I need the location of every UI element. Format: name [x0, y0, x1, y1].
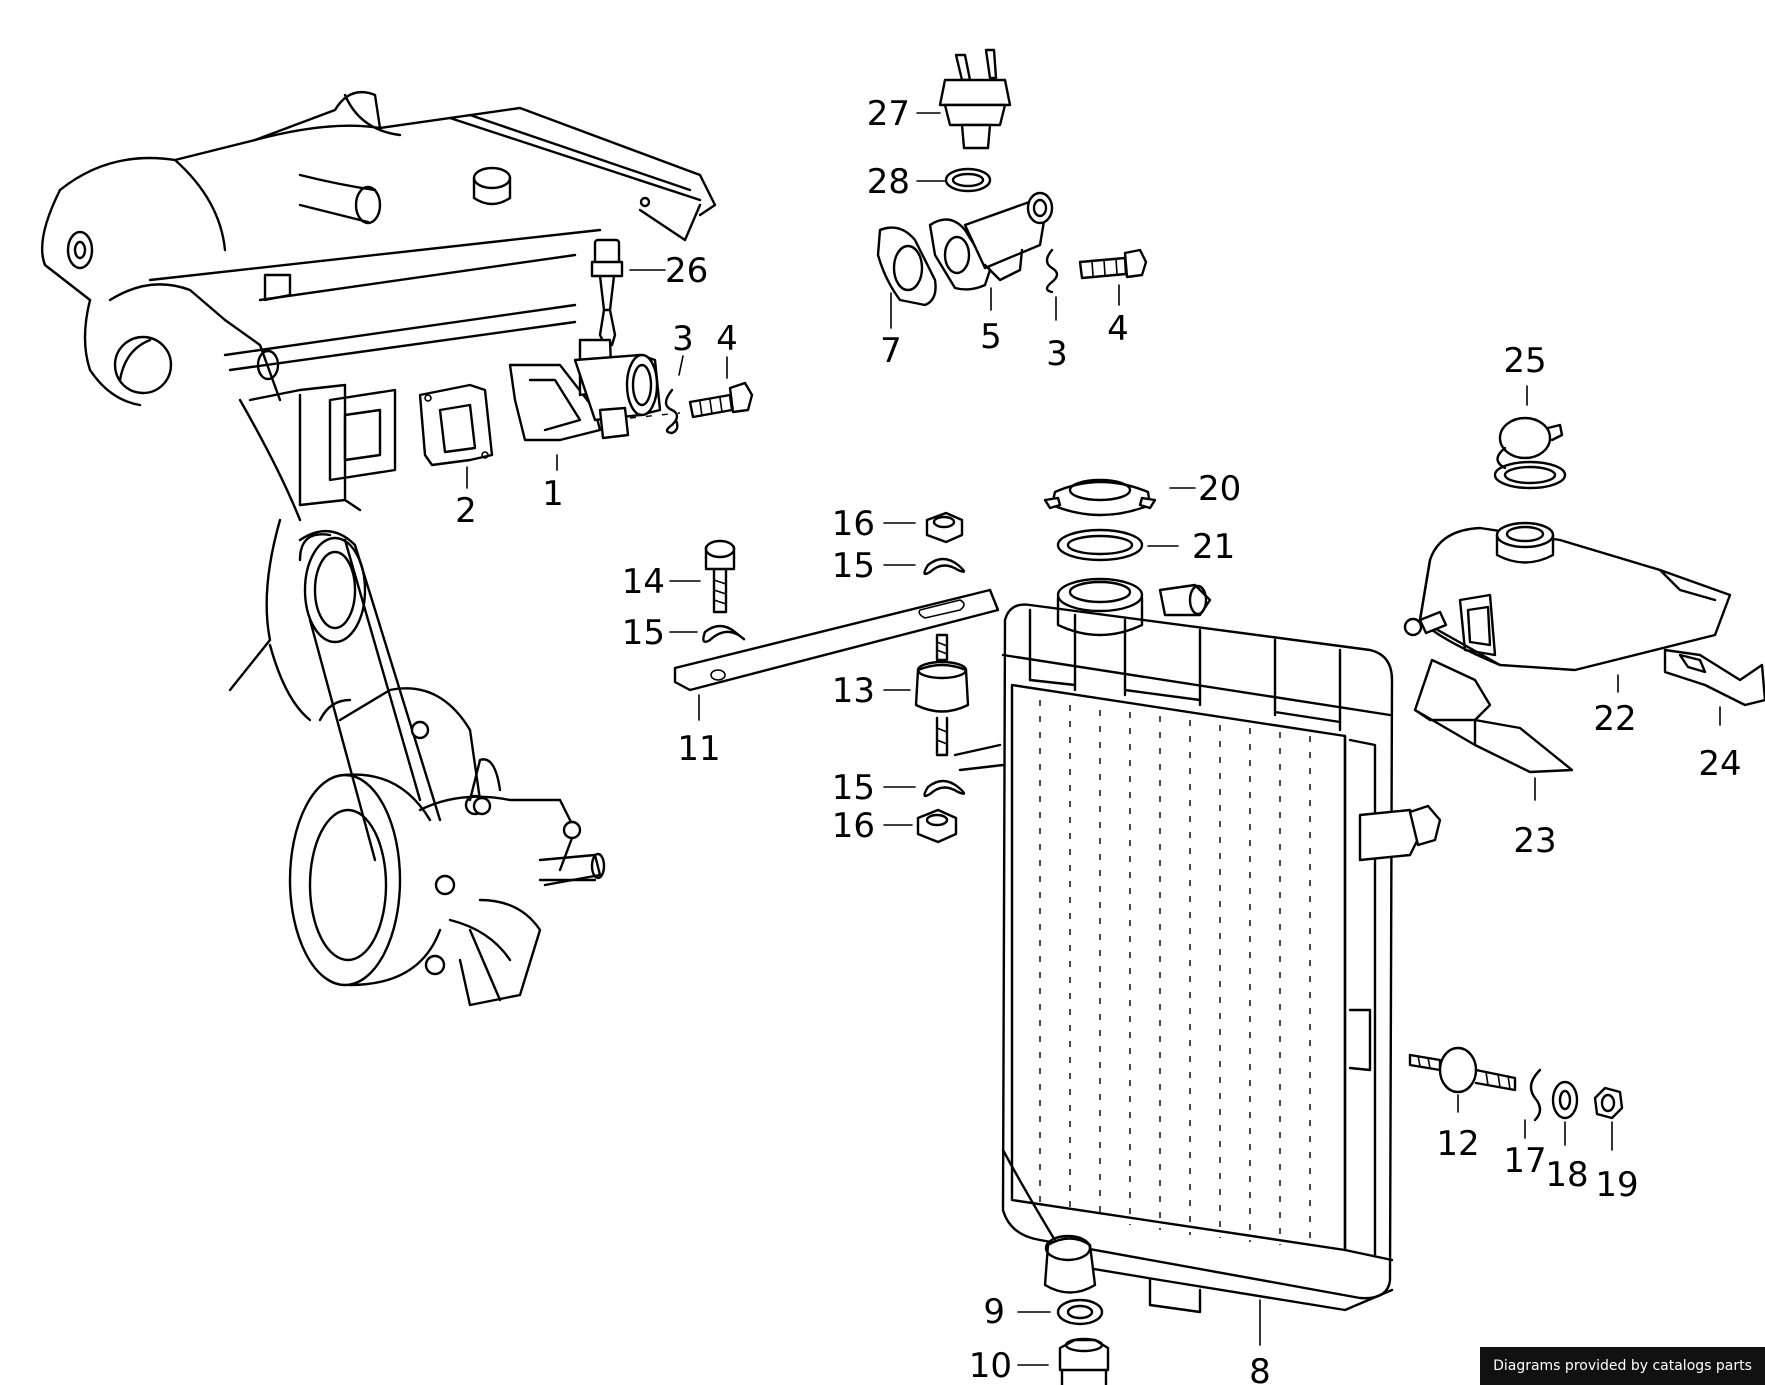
part-label-4-top: 4 [1107, 309, 1129, 349]
lock-washer-15-top [923, 557, 966, 576]
part-label-15-left: 15 [622, 613, 665, 653]
leader-lines [466, 112, 1721, 1366]
part-label-9: 9 [983, 1292, 1005, 1332]
spring-clip-3-top [1045, 248, 1059, 294]
part-label-12: 12 [1436, 1124, 1479, 1164]
part-label-28: 28 [867, 162, 910, 202]
part-label-21: 21 [1192, 527, 1235, 567]
part-label-16-top: 16 [832, 504, 875, 544]
part-label-15-top: 15 [832, 546, 875, 586]
part-label-10: 10 [969, 1346, 1012, 1385]
part-label-11: 11 [677, 729, 720, 769]
part-label-18: 18 [1545, 1155, 1588, 1195]
rubber-mount-13 [914, 633, 970, 757]
water-pump [418, 758, 606, 1007]
part-label-3-top: 3 [1046, 334, 1068, 374]
bracket-23 [1413, 658, 1574, 774]
nut-19 [1593, 1086, 1624, 1120]
part-label-20: 20 [1198, 469, 1241, 509]
gasket-2 [418, 383, 494, 467]
nut-16-bottom [916, 808, 958, 844]
part-label-4-left: 4 [716, 319, 738, 359]
seal-ring-28 [944, 167, 992, 193]
part-label-7: 7 [880, 331, 902, 371]
washer-18 [1551, 1080, 1579, 1120]
part-number-labels: 1 2 3 4 26 27 28 7 5 3 4 25 20 21 16 15 … [455, 94, 1741, 1385]
coolant-flange-1 [508, 338, 681, 442]
bolt-4-top [1078, 248, 1148, 280]
part-label-24: 24 [1698, 744, 1741, 784]
part-label-14: 14 [622, 562, 665, 602]
support-bracket-11 [673, 588, 1000, 692]
part-label-27: 27 [867, 94, 910, 134]
radiator-cap-20 [1043, 478, 1157, 517]
mount-stud-stub [953, 743, 1005, 772]
nut-16-top [925, 511, 964, 544]
drive-belt-and-pulleys [268, 529, 486, 987]
part-label-25: 25 [1503, 341, 1546, 381]
seal-washer-9 [1056, 1298, 1104, 1326]
temperature-sender-26 [590, 238, 624, 347]
bracket-24 [1663, 648, 1765, 707]
bolt-4-left [688, 381, 754, 419]
diagram-credit-banner: Diagrams provided by catalogs parts [1480, 1347, 1765, 1385]
part-label-5: 5 [980, 317, 1002, 357]
expansion-tank-22 [1403, 521, 1732, 672]
seal-ring-21 [1056, 528, 1144, 562]
thermostat-housing-5 [928, 191, 1054, 291]
part-label-16-bottom: 16 [832, 806, 875, 846]
part-label-26: 26 [665, 251, 708, 291]
drain-plug-10 [1058, 1337, 1110, 1385]
part-label-17: 17 [1503, 1141, 1546, 1181]
part-label-3-left: 3 [672, 319, 694, 359]
part-label-19: 19 [1595, 1165, 1638, 1205]
spring-clip-3-left [664, 388, 679, 435]
expansion-tank-cap-25 [1493, 416, 1567, 490]
lock-washer-15-bottom [923, 779, 966, 798]
engine-block [41, 90, 717, 692]
temperature-switch-27 [938, 48, 1012, 150]
part-label-8: 8 [1249, 1352, 1271, 1385]
part-label-15-bottom: 15 [832, 768, 875, 808]
lock-washer-15-left [702, 624, 746, 643]
part-label-2: 2 [455, 491, 477, 531]
radiator-8 [1001, 577, 1442, 1314]
gasket-7 [876, 226, 937, 307]
part-label-22: 22 [1593, 699, 1636, 739]
spring-washer-17 [1529, 1068, 1542, 1122]
part-label-23: 23 [1513, 821, 1556, 861]
rubber-mount-12 [1408, 1046, 1517, 1094]
part-label-13: 13 [832, 671, 875, 711]
part-label-1: 1 [542, 474, 564, 514]
bolt-14 [704, 539, 736, 614]
